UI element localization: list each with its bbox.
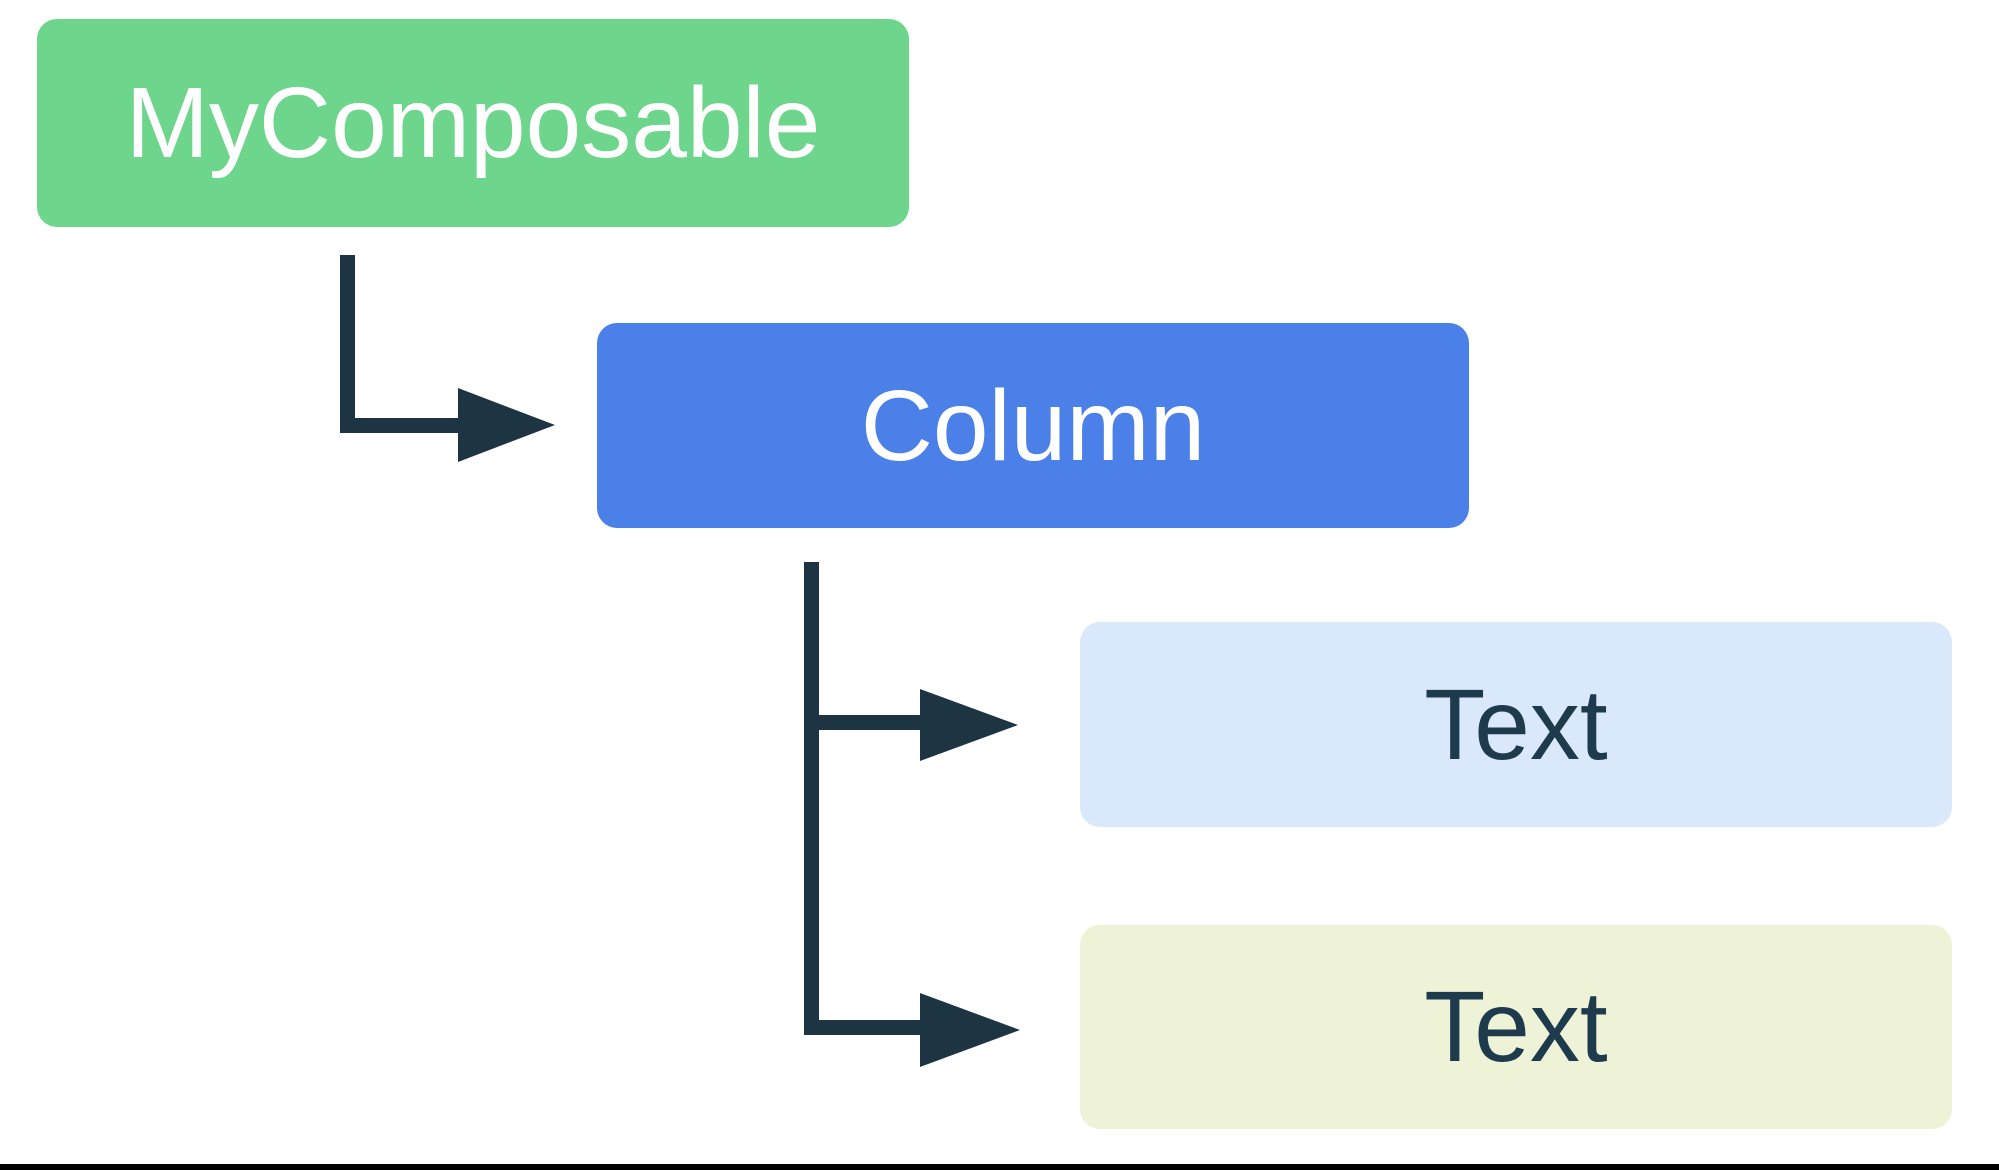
node-text-first-label: Text: [1424, 668, 1608, 781]
edge-column-text-second-arrowhead-icon: [920, 993, 1020, 1067]
node-text-second-label: Text: [1424, 971, 1608, 1083]
edge-column-children-stem-line: [804, 562, 819, 1035]
node-text-first: Text: [1080, 622, 1952, 827]
node-mycomposable-label: MyComposable: [125, 67, 821, 179]
edge-mycomposable-column-vertical-line: [340, 255, 355, 433]
node-mycomposable: MyComposable: [37, 19, 909, 227]
node-column: Column: [597, 323, 1469, 528]
edge-mycomposable-column-horizontal-line: [340, 418, 465, 433]
bottom-border-rule: [0, 1164, 1999, 1170]
edge-mycomposable-column-arrowhead-icon: [458, 388, 555, 462]
edge-column-text-first-horizontal-line: [804, 715, 924, 730]
node-column-label: Column: [860, 369, 1206, 482]
node-text-second: Text: [1080, 925, 1952, 1129]
edge-column-text-second-horizontal-line: [804, 1020, 924, 1035]
edge-column-text-first-arrowhead-icon: [920, 689, 1018, 761]
